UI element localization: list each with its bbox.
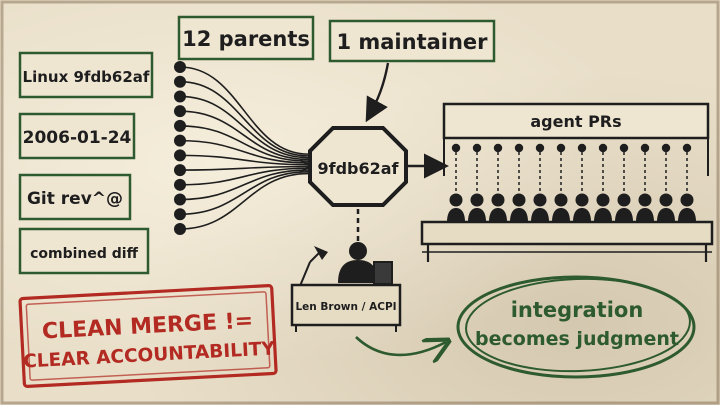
fact-commit: Linux 9fdb62af bbox=[23, 68, 150, 86]
agent-head bbox=[533, 193, 547, 207]
agent-pr-dot bbox=[556, 143, 566, 153]
agent-body bbox=[678, 208, 696, 222]
agent-body bbox=[552, 208, 570, 222]
agent-pr-dot bbox=[493, 143, 503, 153]
agent-body bbox=[615, 208, 633, 222]
fact-box-4: combined diff bbox=[18, 227, 150, 275]
agent-head bbox=[512, 193, 526, 207]
agent-pr-dot bbox=[598, 143, 608, 153]
parent-dot bbox=[174, 223, 186, 235]
stamp-line-1: CLEAN MERGE != bbox=[41, 308, 253, 344]
parent-line bbox=[179, 66, 309, 155]
parents-label: 12 parents bbox=[182, 27, 310, 51]
parent-line bbox=[179, 167, 309, 186]
agent-head bbox=[617, 193, 631, 207]
conclusion-line-2: becomes judgment bbox=[475, 328, 679, 350]
agent-head bbox=[449, 193, 463, 207]
agent-head bbox=[638, 193, 652, 207]
agent-head bbox=[680, 193, 694, 207]
agent-head bbox=[575, 193, 589, 207]
parent-dot bbox=[174, 164, 186, 177]
agent-pr-dot bbox=[619, 143, 629, 153]
accountability-stamp: CLEAN MERGE != CLEAR ACCOUNTABILITY bbox=[18, 284, 278, 388]
parent-dot bbox=[174, 134, 186, 147]
parent-dot bbox=[174, 90, 186, 103]
maintainer-name: Len Brown / ACPI bbox=[295, 301, 396, 313]
parent-line bbox=[179, 125, 309, 162]
maintainer-arrow bbox=[365, 62, 390, 123]
agent-body bbox=[573, 208, 591, 222]
maintainer-label: 1 maintainer bbox=[336, 30, 488, 54]
fact-box-3: Git rev^@ bbox=[18, 173, 132, 221]
conclusion-line-1: integration bbox=[511, 298, 644, 322]
parent-dot bbox=[174, 178, 186, 191]
parent-dot bbox=[174, 119, 186, 132]
parent-line bbox=[179, 154, 309, 166]
parent-dots bbox=[174, 61, 186, 235]
parent-lines bbox=[179, 66, 312, 230]
parent-dot bbox=[174, 75, 186, 88]
parent-line bbox=[179, 165, 309, 171]
parent-line bbox=[179, 169, 309, 201]
agent-desk-row bbox=[420, 220, 714, 262]
parent-dot bbox=[174, 208, 186, 221]
agent-prs-panel: agent PRs bbox=[442, 102, 710, 176]
merge-commit-label: 9fdb62af bbox=[317, 159, 399, 178]
agent-body bbox=[447, 208, 465, 222]
conclusion-arrow bbox=[355, 336, 446, 355]
agent-pr-dot bbox=[535, 143, 545, 153]
agent-prs-label: agent PRs bbox=[530, 112, 621, 131]
parent-dot bbox=[174, 105, 186, 118]
parent-line bbox=[179, 110, 309, 161]
agent-body bbox=[510, 208, 528, 222]
fact-date: 2006-01-24 bbox=[23, 128, 132, 148]
agent-pr-dot bbox=[577, 143, 587, 153]
agent-head bbox=[491, 193, 505, 207]
parent-dot bbox=[174, 61, 186, 73]
agent-body bbox=[468, 208, 486, 222]
agent-head bbox=[554, 193, 568, 207]
parent-line bbox=[179, 170, 309, 216]
fact-diff: combined diff bbox=[30, 246, 139, 262]
agent-body bbox=[636, 208, 654, 222]
maintainer-box: 1 maintainer bbox=[328, 19, 496, 63]
agent-pr-dot bbox=[472, 143, 482, 153]
conclusion-circle: integration becomes judgment bbox=[456, 275, 696, 379]
agent-body bbox=[531, 208, 549, 222]
parents-box: 12 parents bbox=[177, 15, 315, 61]
parent-line bbox=[179, 80, 309, 157]
fact-rev: Git rev^@ bbox=[27, 189, 123, 209]
agent-pr-dot bbox=[514, 143, 524, 153]
agent-pr-dot bbox=[661, 143, 671, 153]
agent-body bbox=[594, 208, 612, 222]
maintainer-desk bbox=[290, 283, 402, 327]
agent-pr-dot bbox=[682, 143, 692, 153]
merge-commit-node: 9fdb62af bbox=[308, 126, 408, 207]
agent-stalks bbox=[451, 143, 692, 192]
agent-body bbox=[657, 208, 675, 222]
agent-figures bbox=[447, 193, 696, 222]
parent-line bbox=[179, 172, 309, 230]
parent-line bbox=[179, 95, 309, 159]
fact-box-1: Linux 9fdb62af bbox=[18, 51, 154, 99]
agent-pr-dot bbox=[451, 143, 461, 153]
agent-head bbox=[470, 193, 484, 207]
parent-dot bbox=[174, 149, 186, 162]
maintainer-figure: Len Brown / ACPI bbox=[290, 242, 402, 332]
parent-line bbox=[179, 139, 309, 164]
agent-head bbox=[596, 193, 610, 207]
fact-box-2: 2006-01-24 bbox=[18, 112, 136, 160]
parent-dot bbox=[174, 193, 186, 206]
agent-pr-dot bbox=[640, 143, 650, 153]
agent-head bbox=[659, 193, 673, 207]
agent-body bbox=[489, 208, 507, 222]
